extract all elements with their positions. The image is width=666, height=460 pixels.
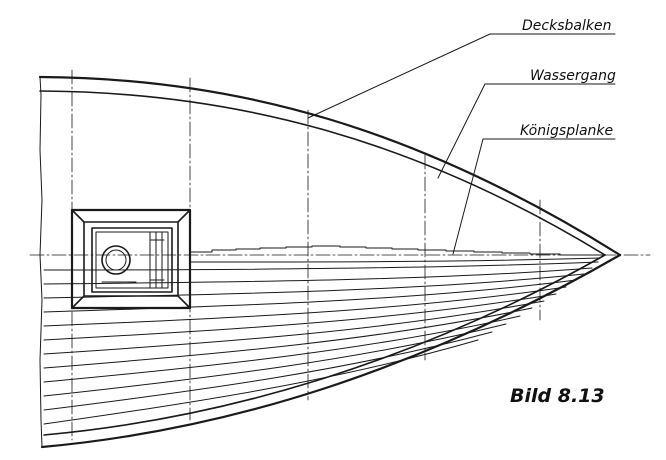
king-plank-stepped-edge xyxy=(189,245,606,259)
label-koenigsplanke: Königsplanke xyxy=(520,123,613,139)
hull-lower-edge xyxy=(40,253,622,449)
hull-cut-edge xyxy=(39,76,43,448)
leader-lines xyxy=(307,33,616,255)
hull-outer-edge xyxy=(38,75,622,257)
figure-caption: Bild 8.13 xyxy=(510,385,605,407)
leader-decksbalken xyxy=(307,33,616,119)
leader-koenigsplanke xyxy=(452,138,616,255)
deck-planks xyxy=(43,257,601,425)
leader-wassergang xyxy=(437,83,616,179)
hatch-structure xyxy=(70,208,192,310)
label-wassergang: Wassergang xyxy=(530,68,616,84)
waterway-inner-edge xyxy=(39,90,606,256)
label-decksbalken: Decksbalken xyxy=(522,18,611,34)
